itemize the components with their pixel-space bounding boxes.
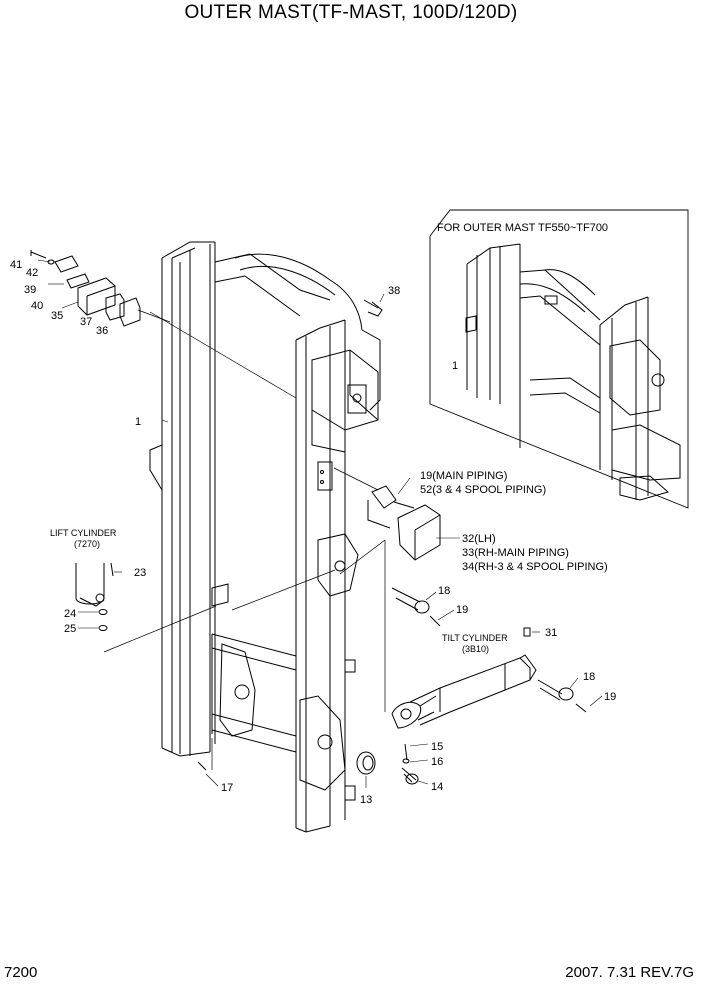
- chain-anchor-parts: [30, 250, 383, 327]
- callout-19-top: 19: [456, 604, 468, 616]
- page-title: OUTER MAST(TF-MAST, 100D/120D): [184, 2, 518, 23]
- callout-37: 37: [80, 316, 92, 328]
- callout-18-right: 18: [583, 671, 595, 683]
- callout-15: 15: [431, 741, 443, 753]
- callout-16: 16: [431, 756, 443, 768]
- callout-19-right: 19: [604, 691, 616, 703]
- callout-34: 34(RH-3 & 4 SPOOL PIPING): [462, 561, 608, 573]
- callout-32: 32(LH): [462, 533, 496, 545]
- callout-13: 13: [360, 794, 372, 806]
- callout-14: 14: [431, 781, 443, 793]
- callout-39: 39: [24, 284, 36, 296]
- callout-36: 36: [96, 325, 108, 337]
- callout-33: 33(RH-MAIN PIPING): [462, 547, 569, 559]
- tilt-cylinder-label: TILT CYLINDER: [442, 633, 508, 643]
- tilt-cylinder-ref: (3B10): [462, 644, 489, 654]
- callout-52: 52(3 & 4 SPOOL PIPING): [420, 484, 546, 496]
- lift-cylinder-parts: [75, 562, 114, 631]
- outer-mast-assembly: [103, 241, 386, 833]
- callout-35: 35: [51, 310, 63, 322]
- callout-1: 1: [135, 416, 141, 428]
- lift-cylinder-ref: (7270): [74, 539, 100, 549]
- revision-date: 2007. 7.31 REV.7G: [565, 964, 694, 981]
- inset-outer-mast-variant: [429, 209, 689, 509]
- callout-23: 23: [134, 567, 146, 579]
- leader-lines: [37, 259, 603, 788]
- callout-24: 24: [64, 608, 76, 620]
- callout-18-top: 18: [438, 585, 450, 597]
- callout-31: 31: [545, 627, 557, 639]
- page-number: 7200: [4, 964, 38, 981]
- tilt-cylinder-parts: [197, 587, 587, 785]
- inset-callout-1: 1: [452, 360, 458, 372]
- callout-25: 25: [64, 623, 76, 635]
- callout-40: 40: [31, 300, 43, 312]
- callout-42: 42: [26, 267, 38, 279]
- callout-41: 41: [10, 259, 22, 271]
- lift-cylinder-label: LIFT CYLINDER: [50, 528, 117, 538]
- callout-17: 17: [221, 782, 233, 794]
- piping-bracket-parts: [333, 467, 441, 561]
- callout-19-main-piping: 19(MAIN PIPING): [420, 470, 507, 482]
- inset-title: FOR OUTER MAST TF550~TF700: [437, 222, 608, 234]
- callout-38: 38: [388, 285, 400, 297]
